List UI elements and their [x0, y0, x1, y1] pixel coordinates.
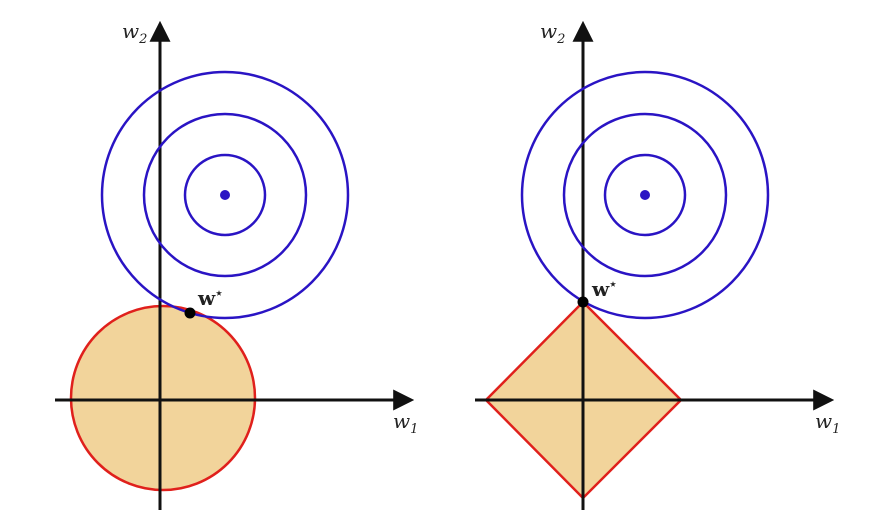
- x-axis-label: w1: [393, 409, 418, 437]
- loss-contour-inner: [183, 153, 267, 237]
- solution-point: [184, 307, 196, 319]
- loss-contour-outer: [520, 70, 770, 320]
- loss-contour-outer: [100, 70, 350, 320]
- loss-contour-middle: [142, 112, 308, 278]
- loss-minimum-point: [220, 190, 230, 200]
- y-axis-label: w2: [122, 19, 147, 47]
- solution-label: w⋆: [591, 277, 617, 301]
- panel-l2: w⋆ w2 w1: [55, 19, 418, 510]
- loss-contour-middle: [562, 112, 728, 278]
- panel-l1: w⋆ w2 w1: [475, 19, 840, 510]
- solution-point: [577, 296, 589, 308]
- solution-label: w⋆: [197, 286, 223, 310]
- loss-contour-inner: [603, 153, 687, 237]
- loss-minimum-point: [640, 190, 650, 200]
- x-axis-label: w1: [815, 409, 840, 437]
- l2-constraint-region: [69, 304, 257, 492]
- y-axis-label: w2: [540, 19, 565, 47]
